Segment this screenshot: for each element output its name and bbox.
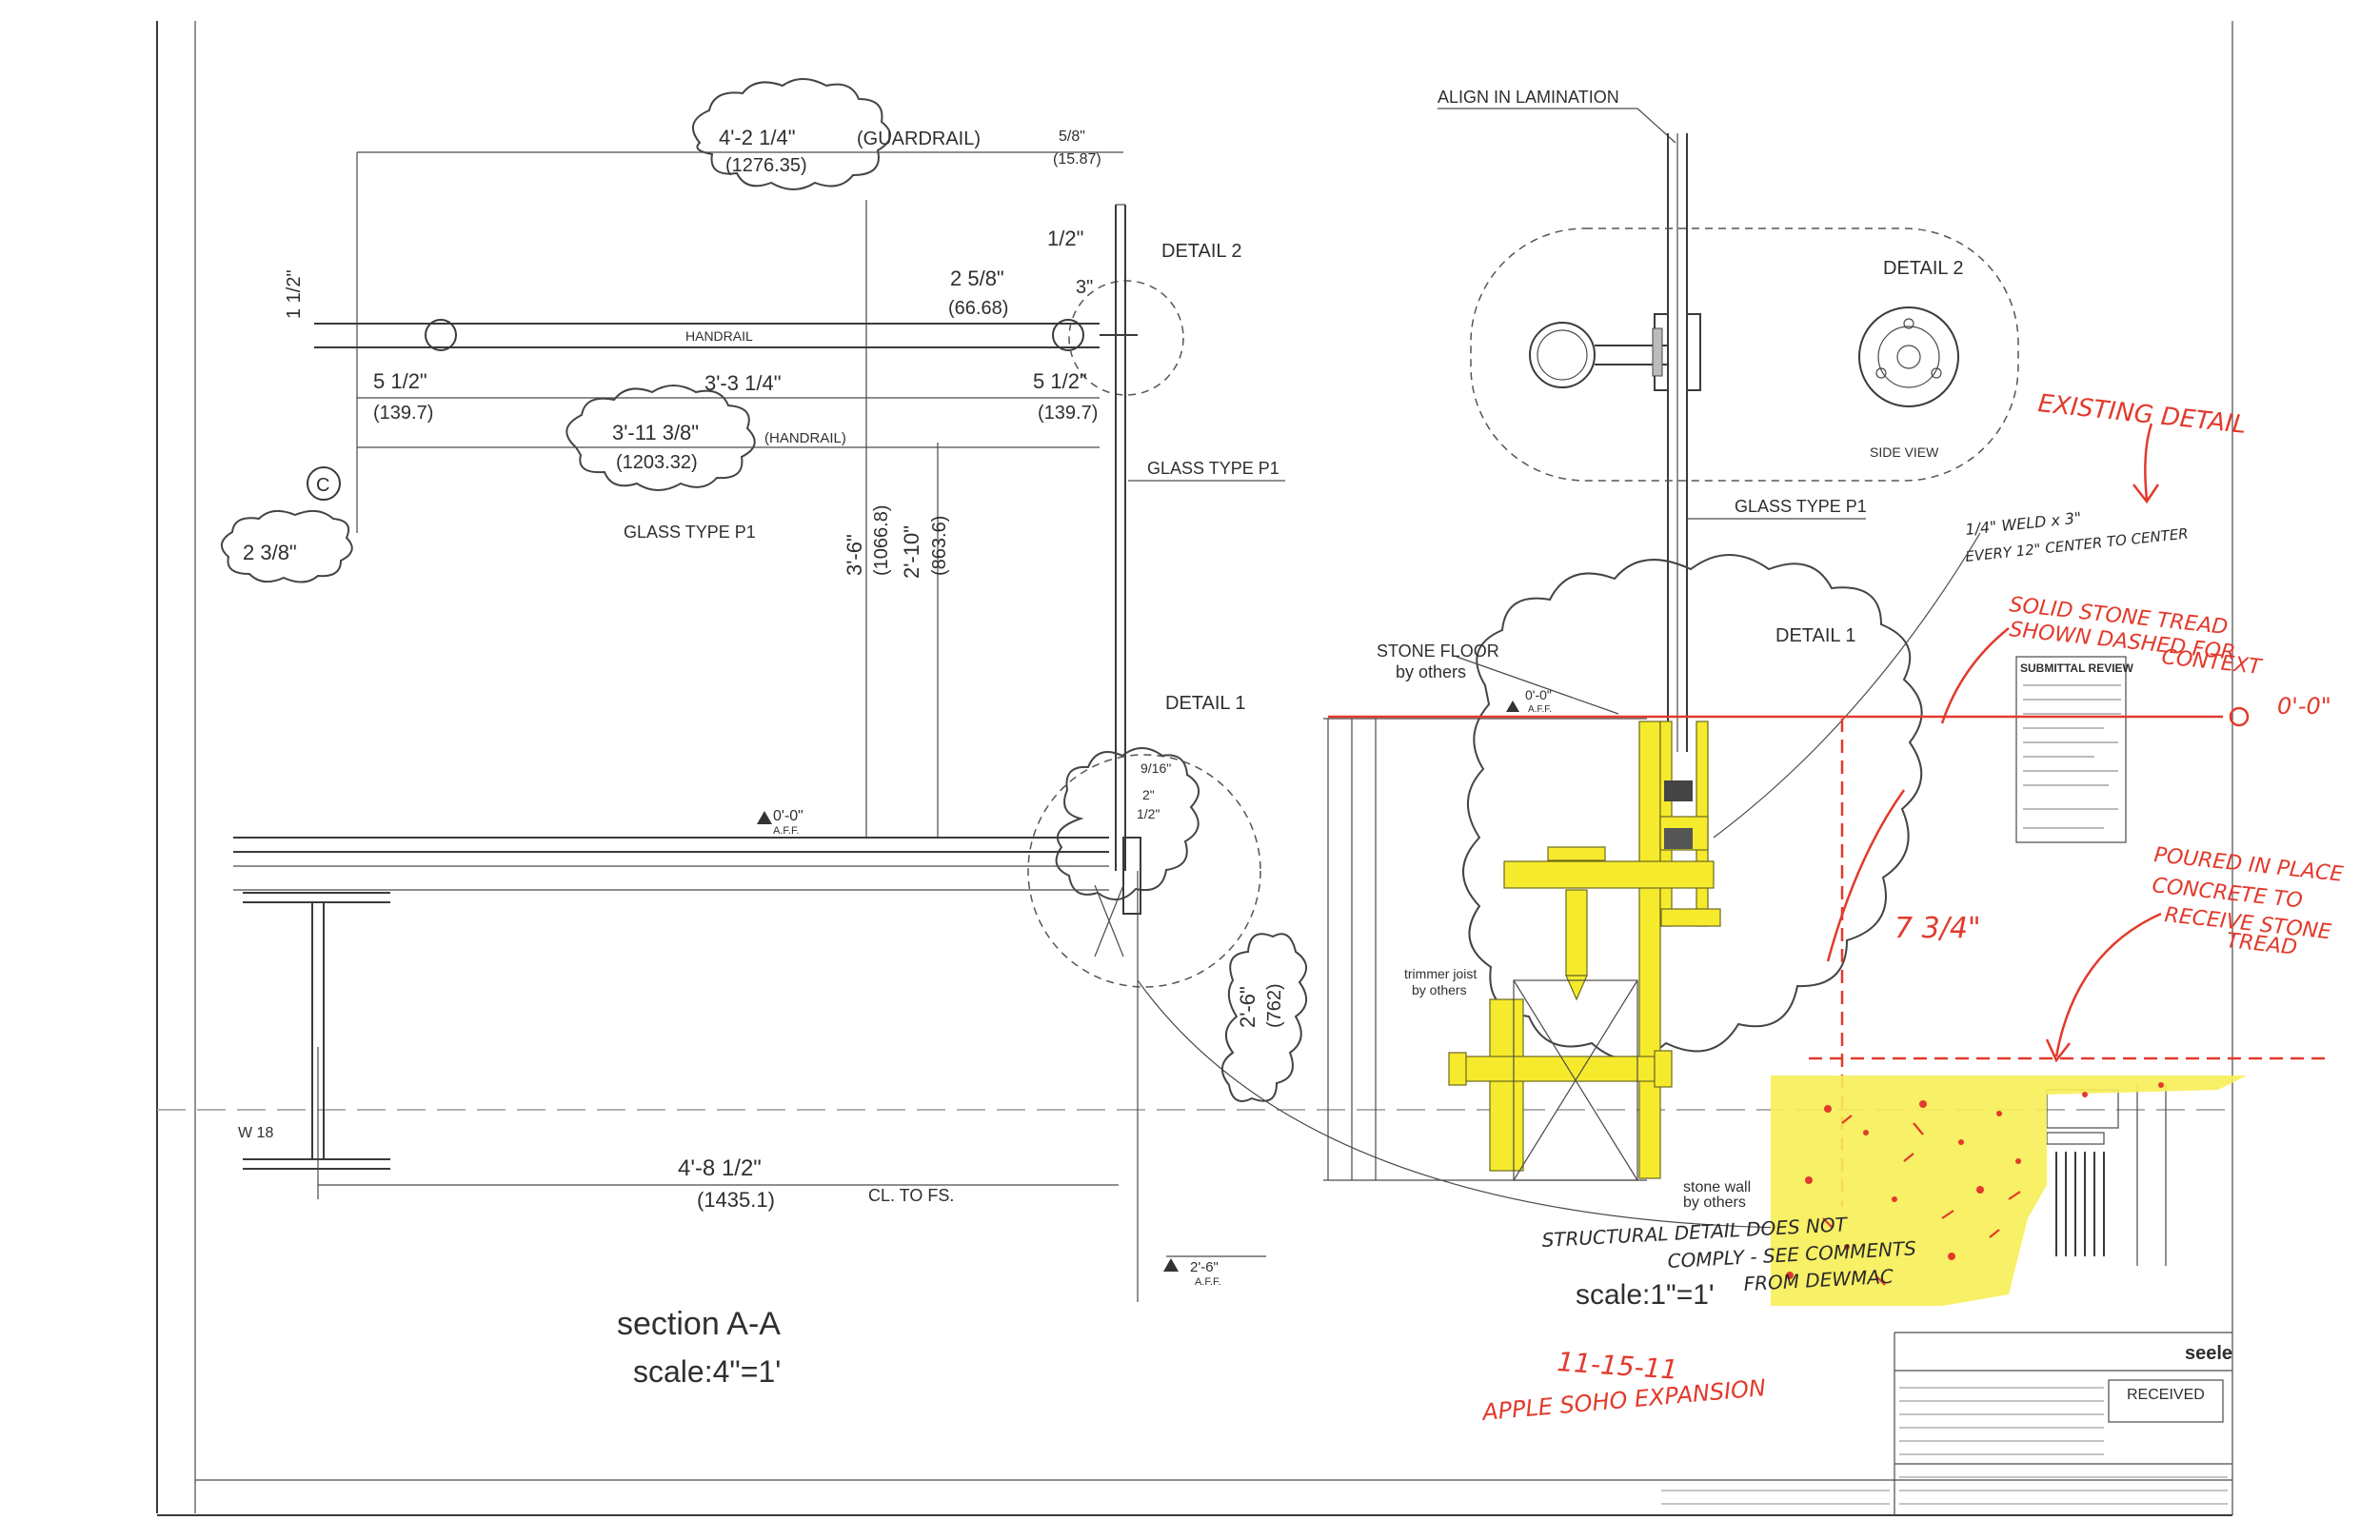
detail-1-big-cloud (1462, 554, 1923, 1060)
w18-beam (243, 892, 390, 1170)
span-metric: (1435.1) (697, 1188, 775, 1212)
markup-project: APPLE SOHO EXPANSION (1479, 1374, 1767, 1426)
handrail-section-left (425, 319, 457, 351)
top-5-8-metric: (15.87) (1053, 151, 1101, 168)
right-level-0-aff: A.F.F. (1528, 704, 1552, 715)
guardrail-label: (GUARDRAIL) (857, 128, 981, 149)
right-level-0: 0'-0" (1525, 687, 1552, 702)
v-3-6: 3'-6" (843, 534, 866, 576)
steel-plate-horizontal (1503, 860, 1715, 889)
stone-floor-by: by others (1396, 662, 1466, 681)
detail-2-label: DETAIL 2 (1161, 241, 1241, 262)
trimmer-joist (1513, 979, 1638, 1181)
dim-2-6-cloud (1221, 933, 1307, 1102)
stamp-title: SUBMITTAL REVIEW (2020, 661, 2134, 675)
half-inch: 1/2" (1047, 227, 1083, 250)
side-view-disc (1858, 306, 1959, 407)
grid-bubble-c (307, 466, 341, 501)
detail-2-title: DETAIL 2 (1883, 258, 1963, 279)
through-bolt (1463, 1056, 1656, 1082)
handrail-span-cloud (565, 385, 756, 491)
handrail-height: 1 1/2" (284, 269, 305, 319)
stone-wall-by: by others (1683, 1194, 1746, 1211)
guardrail-metric: (1276.35) (725, 155, 807, 176)
level-2-6-aff: A.F.F. (1195, 1276, 1221, 1288)
detail-2-panel (1470, 227, 2019, 482)
v-2-6: 2'-6" (1236, 986, 1259, 1028)
three-inch: 3" (1076, 277, 1093, 298)
handrail-span: 3'-11 3/8" (612, 421, 699, 444)
grid-c: C (316, 475, 329, 496)
glass-label: GLASS TYPE P1 (624, 523, 756, 542)
detail-1-title: DETAIL 1 (1775, 625, 1855, 646)
solid-stone-3: CONTEXT (2160, 645, 2264, 680)
stone-wall: stone wall (1683, 1179, 1751, 1195)
dim-2-5-8: 2 5/8" (950, 267, 1004, 290)
washer-plate (1489, 998, 1524, 1172)
stair-tread (2055, 1152, 2105, 1256)
level-2-6: 2'-6" (1190, 1259, 1219, 1275)
span-dim: 4'-8 1/2" (678, 1155, 762, 1181)
shoe-plate (1122, 837, 1141, 915)
dim-2: 2" (1142, 787, 1155, 802)
level-0: 0'-0" (773, 808, 803, 824)
v-3-6-metric: (1066.8) (871, 505, 892, 577)
section-scale: scale:4"=1' (633, 1354, 781, 1389)
section-a-a: 4'-2 1/4" (1276.35) (GUARDRAIL) 5/8" (15… (221, 78, 1786, 1389)
received: RECEIVED (2127, 1387, 2205, 1403)
red-markup: EXISTING DETAIL 1/4" WELD x 3" EVERY 12"… (1328, 389, 2345, 1426)
handrail-section-right (1052, 319, 1084, 351)
dim-2-5-8-metric: (66.68) (948, 298, 1008, 319)
v-2-10: 2'-10" (900, 525, 923, 579)
detail-1-callout (1027, 754, 1261, 988)
level-0-aff: A.F.F. (773, 825, 800, 837)
glass-label-right: GLASS TYPE P1 (1147, 459, 1279, 478)
handrail-span-metric: (1203.32) (616, 452, 698, 473)
right-5-1-2-metric: (139.7) (1038, 403, 1098, 424)
top-5-8: 5/8" (1059, 128, 1085, 145)
detail-1-cloud (1055, 747, 1200, 900)
seven-three-quarter: 7 3/4" (1894, 912, 1981, 945)
dim-9-16: 9/16" (1140, 760, 1171, 776)
markup-existing: EXISTING DETAIL (2036, 389, 2248, 440)
left-5-1-2-metric: (139.7) (373, 403, 433, 424)
title-block: seele RECEIVED (1661, 1332, 2232, 1515)
wood-screw (1565, 889, 1588, 977)
submittal-stamp: SUBMITTAL REVIEW (2015, 656, 2134, 843)
handrail-label: HANDRAIL (685, 328, 753, 344)
guardrail-dim: 4'-2 1/4" (719, 126, 796, 149)
right-glass-label: GLASS TYPE P1 (1735, 497, 1867, 516)
brand: seele (2185, 1343, 2232, 1364)
handrail-span-label: (HANDRAIL) (764, 430, 846, 446)
right-5-1-2: 5 1/2" (1033, 369, 1087, 393)
section-title: section A-A (617, 1306, 781, 1342)
rail-tube (1529, 322, 1596, 388)
weld-note-1: 1/4" WELD x 3" (1964, 508, 2082, 539)
concrete-highlight (1771, 1076, 2247, 1306)
dim-1-2: 1/2" (1137, 806, 1160, 821)
detail-views: ALIGN IN LAMINATION DETAIL 2 SIDE VIEW G… (1323, 88, 2167, 1311)
trimmer-label: trimmer joist (1404, 966, 1477, 981)
markup-level: 0'-0" (2277, 693, 2331, 720)
mid-3-3-1-4: 3'-3 1/4" (704, 371, 782, 395)
align-label: ALIGN IN LAMINATION (1438, 88, 1619, 107)
guardrail-cloud (691, 78, 891, 190)
received-stamp (2108, 1379, 2224, 1423)
markup-date: 11-15-11 (1557, 1346, 1679, 1386)
side-view: SIDE VIEW (1870, 444, 1939, 460)
v-2-10-metric: (863.6) (929, 516, 950, 576)
detail-1-label: DETAIL 1 (1165, 693, 1245, 714)
dim-2-3-8-cloud (221, 509, 353, 583)
left-5-1-2: 5 1/2" (373, 369, 427, 393)
trimmer-by: by others (1412, 982, 1467, 997)
dim-2-3-8: 2 3/8" (243, 541, 297, 564)
steel-plate-vertical (1638, 721, 1661, 1179)
beam-label: W 18 (238, 1125, 273, 1141)
detail-leader (1137, 979, 1786, 1229)
stone-floor: STONE FLOOR (1377, 642, 1499, 661)
v-2-6-metric: (762) (1264, 983, 1285, 1028)
cl-label: CL. TO FS. (868, 1186, 954, 1205)
detail-scale: scale:1"=1' (1576, 1279, 1715, 1311)
